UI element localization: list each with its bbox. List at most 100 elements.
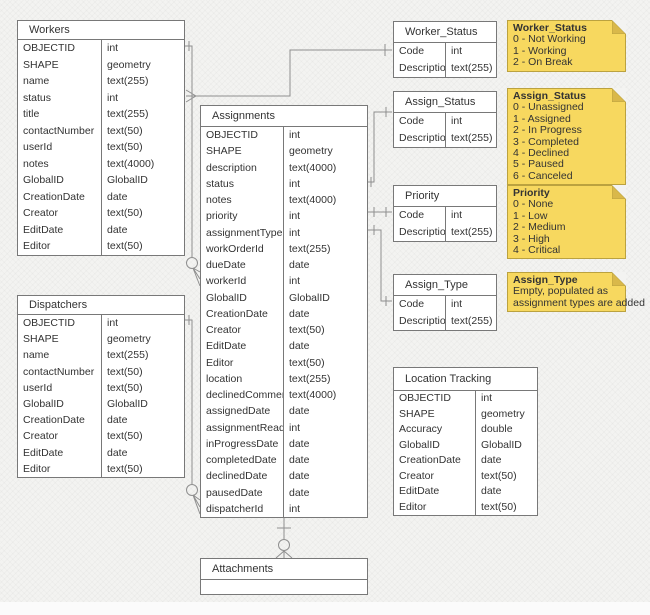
connector-line [368,111,392,183]
folded-corner-icon [612,20,626,34]
field-name: dispatcherId [201,500,284,517]
field-type: int [481,392,493,404]
connector-dispatchers-assignments[interactable] [185,315,201,515]
field-row: Description text(255) [394,60,496,77]
note-title: Worker_Status [513,22,587,34]
entity-title[interactable]: Assignments [201,106,367,127]
connector-assignments-priority[interactable] [368,207,392,217]
field-name: userId [18,379,102,396]
entity-workers[interactable]: Workers OBJECTID int SHAPE geometry name… [17,20,185,256]
field-list: Code int Description text(255) [394,296,496,330]
cardinality-one-tick [373,225,387,306]
entity-attachments[interactable]: Attachments [200,558,368,595]
field-name: GlobalID [394,437,476,453]
field-name: declinedComment [201,387,284,404]
field-row: CreationDate date [394,453,537,469]
field-type: int [289,129,301,141]
entity-title[interactable]: Dispatchers [18,296,184,315]
field-row: dispatcherId int [201,500,367,517]
entity-dispatchers[interactable]: Dispatchers OBJECTID int SHAPE geometry … [17,295,185,478]
field-name: Description [394,224,446,241]
entity-title[interactable]: Workers [18,21,184,40]
field-name: SHAPE [201,143,284,160]
field-row: dueDate date [201,257,367,274]
field-type: geometry [289,145,333,158]
field-row: GlobalID GlobalID [18,172,184,189]
entity-priority[interactable]: Priority Code int Description text(255) [393,185,497,242]
field-name: Code [394,43,446,60]
field-type: text(255) [107,108,149,120]
field-row: GlobalID GlobalID [394,437,537,453]
note-line: 4 - Declined [513,147,570,160]
field-row: Editor text(50) [201,354,367,371]
field-type: date [289,259,310,271]
entity-title[interactable]: Worker_Status [394,22,496,43]
field-name: assignmentRead [201,419,284,436]
entity-title[interactable]: Location Tracking [394,368,537,391]
field-name: location [201,370,284,387]
field-row: SHAPE geometry [201,143,367,160]
field-row: Code int [394,113,496,130]
entity-assignments[interactable]: Assignments OBJECTID int SHAPE geometry … [200,105,368,518]
entity-title[interactable]: Attachments [201,559,367,580]
field-type: date [289,437,310,450]
field-type: text(4000) [289,161,337,174]
field-type: text(50) [107,365,143,378]
field-row: SHAPE geometry [18,56,184,73]
crow-foot-many-icon [275,550,293,559]
field-row: CreationDate date [18,188,184,205]
note-line: assignment types are added [513,296,645,309]
field-name: OBJECTID [18,40,102,57]
field-type: text(50) [107,240,143,252]
entity-assign-status[interactable]: Assign_Status Code int Description text(… [393,91,497,148]
entity-title[interactable]: Assign_Type [394,275,496,296]
field-type: date [107,414,128,427]
field-name: OBJECTID [201,127,284,144]
entity-worker-status[interactable]: Worker_Status Code int Description text(… [393,21,497,78]
field-row: userId text(50) [18,139,184,156]
field-type: date [481,454,502,466]
connector-assignments-attachments[interactable] [275,515,293,559]
connector-workers-assignments[interactable] [185,41,201,287]
field-name: Accuracy [394,422,476,438]
field-type: int [451,209,463,221]
field-name: Description [394,130,446,147]
field-row: description text(4000) [201,159,367,176]
field-row: contactNumber text(50) [18,363,184,380]
field-row: completedDate date [201,452,367,469]
field-type: int [289,502,301,515]
connector-assignments-assign-type[interactable] [368,225,392,306]
entity-assign-type[interactable]: Assign_Type Code int Description text(25… [393,274,497,331]
note-line: Empty, populated as [513,285,608,298]
field-row: title text(255) [18,106,184,123]
field-name: SHAPE [394,406,476,422]
note-title: Assign_Status [513,90,586,102]
crow-foot-many-icon [192,494,201,515]
field-row: notes text(4000) [18,155,184,172]
field-name: Code [394,207,446,224]
field-type: double [481,423,513,435]
field-row: SHAPE geometry [394,406,537,422]
connector-workers-worker-status[interactable] [185,44,392,103]
field-list: OBJECTID int SHAPE geometry name text(25… [18,315,184,477]
field-type: date [289,454,310,466]
field-row: userId text(50) [18,379,184,396]
field-row: workOrderId text(255) [201,240,367,257]
field-name: userId [18,139,102,156]
field-name: workerId [201,273,284,290]
field-type: date [289,405,310,418]
entity-title[interactable]: Priority [394,186,496,207]
entity-location-tracking[interactable]: Location Tracking OBJECTID int SHAPE geo… [393,367,538,516]
field-row: OBJECTID int [18,315,184,332]
field-row: declinedDate date [201,468,367,485]
field-name: CreationDate [18,188,102,205]
field-name: notes [201,192,284,209]
field-row: name text(255) [18,73,184,90]
entity-title[interactable]: Assign_Status [394,92,496,113]
connector-assignments-assign-status[interactable] [368,107,392,187]
